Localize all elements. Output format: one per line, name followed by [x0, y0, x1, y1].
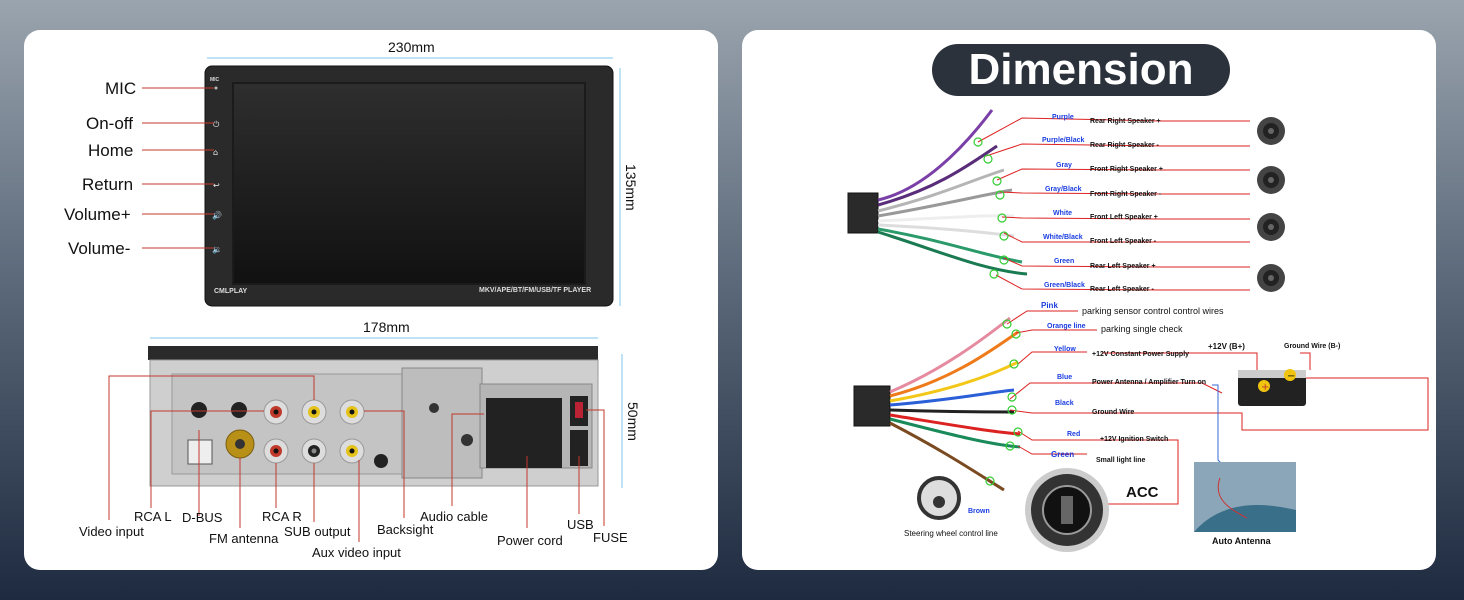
- wire-color-green: Green: [1054, 258, 1075, 265]
- head-unit-drawing: ⏻ ⌂ ↩ 🔊 🔉: [108, 57, 623, 542]
- rca-l-label: RCA L: [134, 509, 172, 524]
- backsight-label: Backsight: [377, 522, 434, 537]
- rca-r-label: RCA R: [262, 509, 302, 524]
- return-label: Return: [82, 175, 134, 194]
- wire-desc-front-right-minus: Front Right Speaker -: [1090, 191, 1162, 198]
- svg-text:+: +: [1261, 382, 1269, 393]
- wire-color-yellow: Yellow: [1054, 346, 1076, 353]
- wire-desc-front-left-minus: Front Left Speaker -: [1090, 238, 1157, 245]
- product-dimensions-card: ⏻ ⌂ ↩ 🔊 🔉: [24, 30, 718, 570]
- wire-desc-rear-left-minus: Rear Left Speaker -: [1090, 286, 1154, 293]
- wire-color-orange: Orange line: [1047, 323, 1086, 330]
- svg-text:−: −: [1287, 371, 1295, 382]
- svg-text:↩: ↩: [213, 181, 220, 190]
- wire-desc-constant-power: +12V Constant Power Supply: [1092, 351, 1190, 358]
- rear-height-dimension: 50mm: [625, 402, 641, 441]
- wire-desc-parking-check: parking single check: [1101, 324, 1183, 334]
- mic-label: MIC: [105, 79, 137, 98]
- mic-marker: MIC: [210, 77, 220, 83]
- wire-desc-ignition: +12V Ignition Switch: [1100, 436, 1169, 443]
- screen-brand: CMLPLAY: [214, 288, 248, 295]
- wire-color-white-black: White/Black: [1043, 234, 1083, 241]
- acc-label: ACC: [1126, 484, 1159, 501]
- wire-desc-ground: Ground Wire: [1092, 409, 1135, 416]
- on-off-label: On-off: [86, 114, 133, 133]
- antenna-label: Auto Antenna: [1212, 536, 1271, 546]
- wire-color-brown: Brown: [968, 508, 990, 515]
- aux-video-input-label: Aux video input: [312, 545, 401, 560]
- wire-desc-front-left-plus: Front Left Speaker +: [1090, 214, 1158, 221]
- home-label: Home: [88, 141, 134, 160]
- svg-text:⌂: ⌂: [213, 148, 218, 157]
- volume-down-label: Volume-: [68, 239, 131, 258]
- d-bus-label: D-BUS: [182, 510, 223, 525]
- dimension-title: Dimension: [932, 44, 1230, 96]
- wire-desc-front-right-plus: Front Right Speaker +: [1090, 166, 1163, 173]
- power-cord-label: Power cord: [497, 533, 563, 548]
- sub-output-label: SUB output: [284, 524, 351, 539]
- svg-text:🔉: 🔉: [212, 245, 222, 254]
- wiring-diagram: + −: [847, 109, 1429, 552]
- wiring-diagram-card: Dimension: [742, 30, 1436, 570]
- screen-model: MKV/APE/BT/FM/USB/TF PLAYER: [479, 287, 592, 294]
- wire-desc-small-light: Small light line: [1096, 457, 1146, 464]
- svg-text:🔊: 🔊: [212, 210, 222, 220]
- wire-color-black: Black: [1055, 400, 1074, 407]
- wire-color-purple: Purple: [1052, 114, 1074, 121]
- wire-color-green-light: Green: [1051, 450, 1075, 459]
- wire-color-white: White: [1053, 210, 1073, 217]
- usb-label: USB: [567, 517, 594, 532]
- width-dimension: 230mm: [388, 39, 435, 55]
- steering-label: Steering wheel control line: [904, 529, 998, 538]
- wire-desc-rear-right-plus: Rear Right Speaker +: [1090, 118, 1161, 125]
- wire-desc-parking-sensor: parking sensor control control wires: [1082, 306, 1224, 316]
- svg-text:⏻: ⏻: [213, 120, 220, 129]
- rear-width-dimension: 178mm: [363, 319, 410, 335]
- wire-color-gray-black: Gray/Black: [1045, 186, 1082, 193]
- battery-plus-label: +12V (B+): [1208, 342, 1245, 351]
- wire-desc-rear-right-minus: Rear Right Speaker -: [1090, 142, 1159, 149]
- height-dimension: 135mm: [623, 164, 639, 211]
- wire-color-green-black: Green/Black: [1044, 282, 1085, 289]
- wire-desc-power-antenna: Power Antenna / Amplifier Turn on: [1092, 379, 1207, 386]
- wire-color-red: Red: [1067, 431, 1081, 438]
- video-input-label: Video input: [79, 524, 144, 539]
- fm-antenna-label: FM antenna: [209, 531, 279, 546]
- volume-up-label: Volume+: [64, 205, 131, 224]
- wire-color-blue: Blue: [1057, 374, 1073, 381]
- audio-cable-label: Audio cable: [420, 509, 488, 524]
- battery-minus-label: Ground Wire (B-): [1284, 343, 1341, 350]
- wire-color-purple-black: Purple/Black: [1042, 137, 1085, 144]
- fuse-label: FUSE: [593, 530, 628, 545]
- wire-desc-rear-left-plus: Rear Left Speaker +: [1090, 263, 1156, 270]
- wire-color-pink: Pink: [1041, 301, 1058, 310]
- wire-color-gray: Gray: [1056, 162, 1072, 169]
